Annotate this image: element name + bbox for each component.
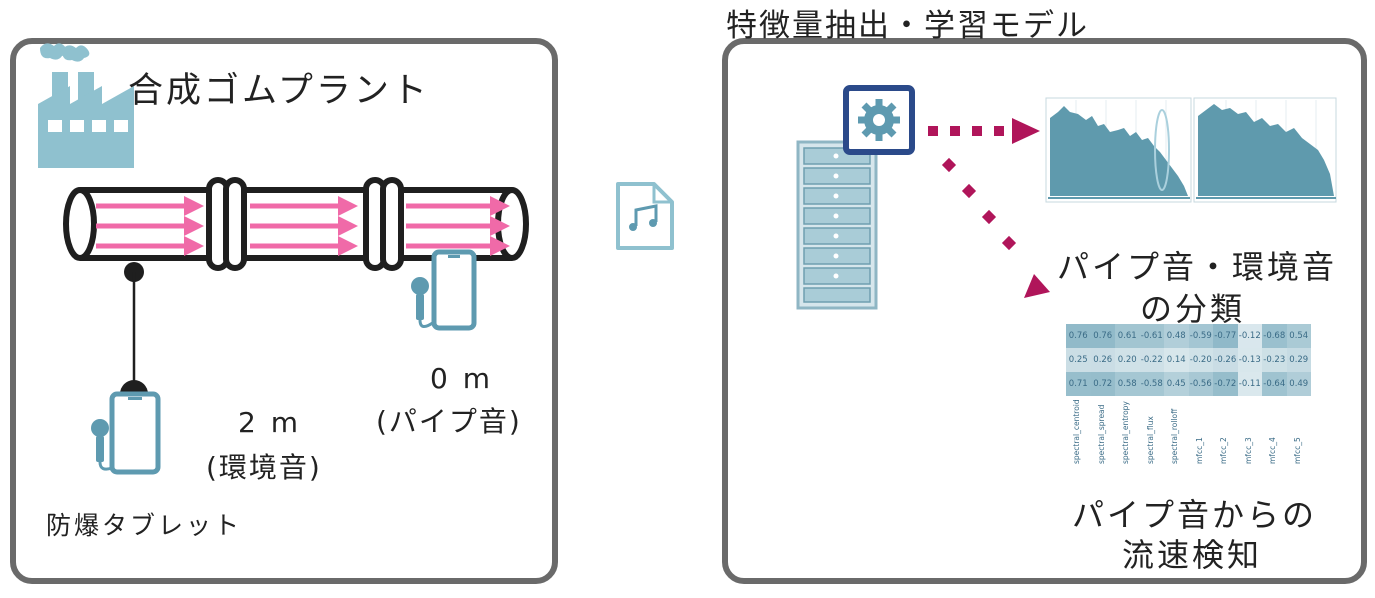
- heatmap-cell: -0.61: [1139, 324, 1164, 348]
- heatmap-cell: 0.54: [1286, 324, 1311, 348]
- plant-title: 合成ゴムプラント: [128, 71, 430, 111]
- heatmap-cell: -0.56: [1188, 372, 1213, 396]
- heatmap-cell: -0.26: [1213, 348, 1238, 372]
- env-sound-label: (環境音): [206, 451, 322, 484]
- arrow-to-spectrum: [928, 118, 1040, 144]
- detection-label-line2: 流速検知: [1122, 536, 1263, 574]
- heatmap-cell: 0.49: [1286, 372, 1311, 396]
- heatmap-feature-label: spectral_centroid: [1072, 399, 1081, 464]
- arrow-to-classification: [941, 157, 1050, 298]
- heatmap-cell: 0.45: [1164, 372, 1189, 396]
- heatmap-feature-label: spectral_flux: [1145, 416, 1155, 464]
- heatmap-cell: -0.13: [1237, 348, 1262, 372]
- heatmap-feature-label: spectral_entropy: [1121, 401, 1130, 464]
- heatmap-cell: 0.58: [1115, 372, 1140, 396]
- gear-icon: [843, 85, 915, 155]
- heatmap-cell: -0.58: [1139, 372, 1164, 396]
- factory-icon: [38, 43, 134, 168]
- heatmap-cell: 0.71: [1066, 372, 1091, 396]
- heatmap-cell: 0.25: [1066, 348, 1091, 372]
- heatmap-cell: 0.72: [1090, 372, 1115, 396]
- heatmap-feature-label: spectral_rolloff: [1170, 408, 1179, 464]
- heatmap-cell: -0.59: [1188, 324, 1213, 348]
- heatmap-feature-label: mfcc_5: [1292, 437, 1302, 464]
- classification-label-line2: の分類: [1140, 290, 1246, 328]
- heatmap-feature-label: spectral_spread: [1096, 404, 1106, 464]
- flow-arrow: [250, 196, 358, 256]
- server-icon: [796, 140, 878, 310]
- heatmap-cell: 0.29: [1286, 348, 1311, 372]
- microphone-icon: [91, 419, 113, 471]
- heatmap-feature-label: mfcc_1: [1194, 437, 1204, 464]
- model-title: 特徴量抽出・学習モデル: [726, 8, 1089, 44]
- tablet-icon: [109, 391, 161, 475]
- heatmap-cell: -0.77: [1213, 324, 1238, 348]
- distance-far: 2 m: [238, 406, 301, 439]
- pipe-sound-label: (パイプ音): [376, 405, 522, 438]
- heatmap-cell: -0.22: [1139, 348, 1164, 372]
- heatmap-feature-label: mfcc_2: [1219, 437, 1228, 464]
- microphone-icon: [411, 277, 435, 328]
- mic-tether: [120, 262, 148, 394]
- detection-label-line1: パイプ音からの: [1072, 496, 1318, 534]
- heatmap-cell: -0.11: [1237, 372, 1262, 396]
- distance-near: 0 m: [430, 362, 493, 395]
- far-tablet-device: [91, 391, 161, 475]
- spectrogram-chart: [1045, 97, 1337, 203]
- heatmap-cell: 0.76: [1090, 324, 1115, 348]
- heatmap-cell: 0.26: [1090, 348, 1115, 372]
- flow-arrow: [96, 196, 204, 256]
- heatmap-cell: -0.68: [1262, 324, 1287, 348]
- heatmap-feature-label: mfcc_3: [1243, 437, 1253, 464]
- near-tablet-device: [411, 249, 477, 331]
- flow-arrow: [406, 196, 510, 256]
- heatmap-cell: 0.61: [1115, 324, 1140, 348]
- heatmap-cell: 0.48: [1164, 324, 1189, 348]
- classification-label-line1: パイプ音・環境音: [1057, 248, 1338, 286]
- heatmap-cell: 0.20: [1115, 348, 1140, 372]
- heatmap-cell: -0.64: [1262, 372, 1287, 396]
- heatmap-cell: -0.23: [1262, 348, 1287, 372]
- flow-arrows: [96, 196, 510, 256]
- heatmap-feature-label: mfcc_4: [1268, 437, 1277, 464]
- audio-file-icon: [616, 182, 674, 250]
- heatmap-cell: 0.76: [1066, 324, 1091, 348]
- tablet-icon: [431, 249, 477, 331]
- device-label: 防爆タブレット: [46, 511, 243, 540]
- heatmap-cell: 0.14: [1164, 348, 1189, 372]
- heatmap-cell: -0.20: [1188, 348, 1213, 372]
- heatmap-cell: -0.72: [1213, 372, 1238, 396]
- heatmap-cell: -0.12: [1237, 324, 1262, 348]
